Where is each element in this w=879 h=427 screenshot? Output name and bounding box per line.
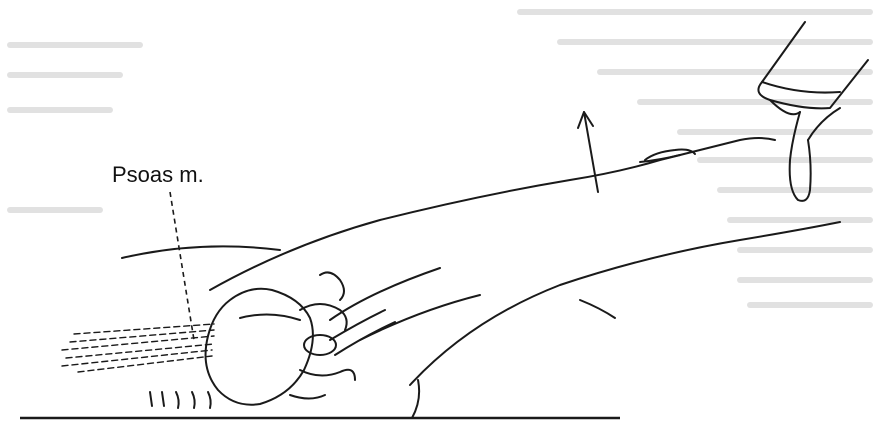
examiner-hand	[758, 22, 868, 108]
bleed-through-text	[10, 12, 870, 305]
leg-outline	[210, 138, 775, 290]
label-leader-line	[170, 192, 194, 340]
sacrum-marks	[150, 392, 211, 408]
psoas-label: Psoas m.	[112, 162, 204, 188]
hip-joint	[206, 289, 313, 405]
psoas-fibers	[62, 324, 214, 372]
